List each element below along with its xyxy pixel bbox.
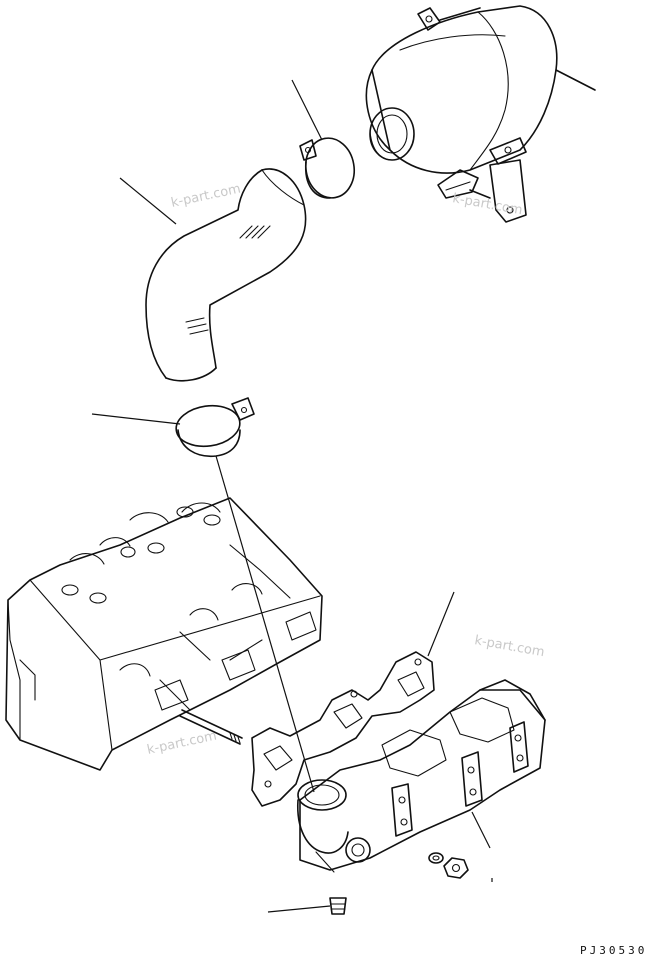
plug xyxy=(329,897,347,915)
watermark-1: k-part.com xyxy=(170,182,242,211)
watermark-3: k-part.com xyxy=(473,633,545,660)
leader-lines xyxy=(91,69,596,913)
intake-hose xyxy=(145,168,307,382)
hose-clamp-lower xyxy=(175,397,255,457)
air-cleaner xyxy=(365,5,596,223)
nut xyxy=(443,857,469,879)
hose-clamp-upper xyxy=(299,137,356,199)
stud-bolt xyxy=(179,709,243,745)
watermark-4: k-part.com xyxy=(146,729,218,758)
manifold-gasket xyxy=(251,651,435,807)
cylinder-head xyxy=(5,497,323,771)
drawing-code: PJ30530 xyxy=(580,944,647,957)
intake-manifold xyxy=(297,679,546,873)
watermark-2: k-part.com xyxy=(451,191,523,218)
washer xyxy=(428,852,444,864)
